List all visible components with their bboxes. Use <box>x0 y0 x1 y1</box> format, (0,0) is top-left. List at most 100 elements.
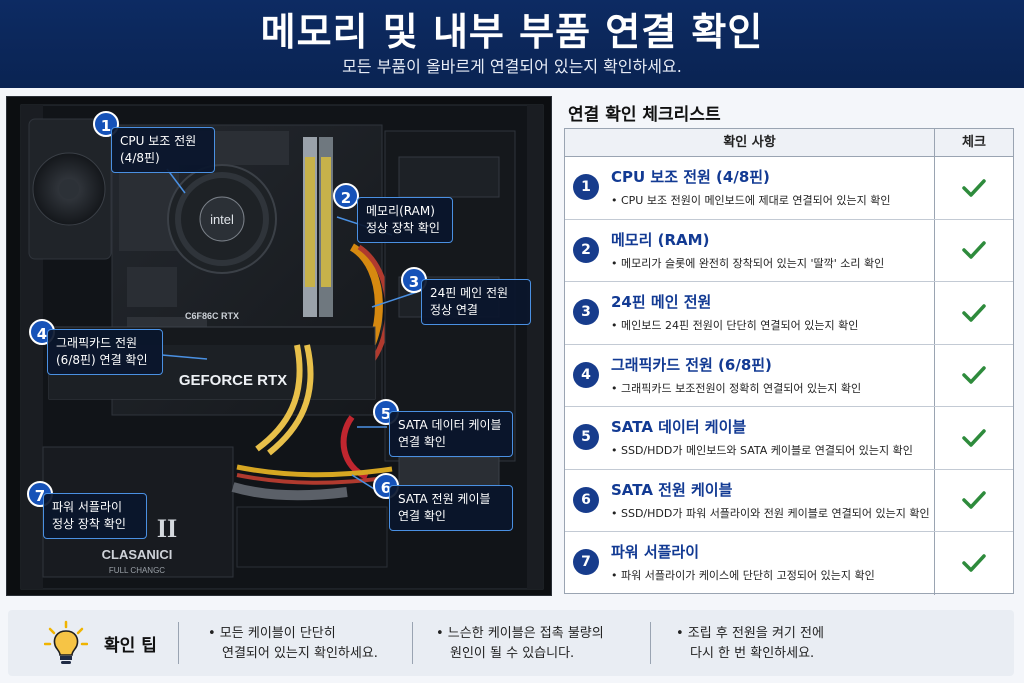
checklist-item-description: • 그래픽카드 보조전원이 정확히 연결되어 있는지 확인 <box>611 381 862 395</box>
callout-sata-power: SATA 전원 케이블 연결 확인 <box>389 485 513 531</box>
callout-24pin: 24핀 메인 전원 정상 연결 <box>421 279 531 325</box>
checklist-row: 6 SATA 전원 케이블 • SSD/HDD가 파워 서플라이와 전원 케이블로 … <box>565 469 1013 532</box>
checklist-item-cell: 5 SATA 데이터 케이블 • SSD/HDD가 메인보드와 SATA 케이블로 … <box>565 407 935 469</box>
checklist-item-title: 24핀 메인 전원 <box>611 293 712 311</box>
checklist-item-description: • 메모리가 슬롯에 완전히 장착되어 있는지 '딸깍' 소리 확인 <box>611 256 885 270</box>
checklist-item-title: CPU 보조 전원 (4/8핀) <box>611 168 770 186</box>
callout-5-line2: 연결 확인 <box>398 435 446 449</box>
tips-panel: 확인 팁 • 모든 케이블이 단단히 연결되어 있는지 확인하세요. • 느슨한… <box>8 610 1014 676</box>
checklist-check-cell[interactable] <box>935 282 1013 344</box>
callout-2-line2: 정상 장착 확인 <box>366 221 440 235</box>
tip-1: • 모든 케이블이 단단히 연결되어 있는지 확인하세요. <box>208 624 378 664</box>
checklist-item-number: 3 <box>573 299 599 325</box>
tip-1-line2: 연결되어 있는지 확인하세요. <box>222 646 378 661</box>
callout-ram: 메모리(RAM) 정상 장착 확인 <box>357 197 453 243</box>
tip-3: • 조립 후 전원을 켜기 전에 다시 한 번 확인하세요. <box>676 624 824 664</box>
callout-2-line1: 메모리(RAM) <box>366 204 435 218</box>
callout-6-line2: 연결 확인 <box>398 509 446 523</box>
checklist-row: 2 메모리 (RAM) • 메모리가 슬롯에 완전히 장착되어 있는지 '딸깍' 소… <box>565 219 1013 282</box>
pc-interior-photo: intel C6F86C RTX GEFORCE RTX <box>6 96 552 596</box>
checklist-item-number: 6 <box>573 486 599 513</box>
checklist-item-number: 5 <box>573 424 599 450</box>
checklist-item-cell: 4 그래픽카드 전원 (6/8핀) • 그래픽카드 보조전원이 정확히 연결되어 있… <box>565 344 935 406</box>
checklist-table: 확인 사항 체크 1 CPU 보조 전원 (4/8핀) • CPU 보조 전원이 메… <box>564 128 1014 595</box>
checklist-item-title: SATA 데이터 케이블 <box>611 418 747 436</box>
callout-4-line2: (6/8핀) 연결 확인 <box>56 353 148 367</box>
checklist-item-title: 파워 서플라이 <box>611 543 700 561</box>
checklist-item-cell: 7 파워 서플라이 • 파워 서플라이가 케이스에 단단히 고정되어 있는지 확인 <box>565 532 935 595</box>
checklist-item-cell: 6 SATA 전원 케이블 • SSD/HDD가 파워 서플라이와 전원 케이블로 … <box>565 469 935 531</box>
gpu-brand-text: GEFORCE RTX <box>179 372 287 389</box>
tips-label: 확인 팁 <box>104 636 157 656</box>
callout-4-line1: 그래픽카드 전원 <box>56 336 138 350</box>
tip-2-line2: 원인이 될 수 있습니다. <box>450 646 575 661</box>
checklist-check-cell[interactable] <box>935 407 1013 469</box>
tips-divider <box>412 622 413 664</box>
checklist-check-cell[interactable] <box>935 157 1013 219</box>
checklist-item-description: • SSD/HDD가 메인보드와 SATA 케이블로 연결되어 있는지 확인 <box>611 444 913 457</box>
checkmark-icon <box>962 554 986 572</box>
checkmark-icon <box>962 241 986 259</box>
checklist-item-cell: 1 CPU 보조 전원 (4/8핀) • CPU 보조 전원이 메인보드에 제대로 … <box>565 157 935 219</box>
checklist-item-cell: 2 메모리 (RAM) • 메모리가 슬롯에 완전히 장착되어 있는지 '딸깍' 소… <box>565 219 935 281</box>
checkmark-icon <box>962 491 986 509</box>
callout-5-line1: SATA 데이터 케이블 <box>398 418 502 432</box>
checklist-item-number: 2 <box>573 236 599 263</box>
page-subtitle: 모든 부품이 올바르게 연결되어 있는지 확인하세요. <box>342 57 682 76</box>
checklist-item-number: 7 <box>573 549 599 575</box>
lightbulb-icon <box>44 620 88 664</box>
checklist-row: 4 그래픽카드 전원 (6/8핀) • 그래픽카드 보조전원이 정확히 연결되어 있… <box>565 344 1013 407</box>
checklist-row: 7 파워 서플라이 • 파워 서플라이가 케이스에 단단히 고정되어 있는지 확인 <box>565 532 1013 595</box>
callout-psu: 파워 서플라이 정상 장착 확인 <box>43 493 147 539</box>
checklist-item-description: • SSD/HDD가 파워 서플라이와 전원 케이블로 연결되어 있는지 확인 <box>611 506 930 520</box>
callout-3-line1: 24핀 메인 전원 <box>430 286 509 300</box>
psu-mark-text: II <box>157 514 177 543</box>
checklist-check-cell[interactable] <box>935 220 1013 282</box>
gpu-small-text: C6F86C RTX <box>185 311 239 321</box>
checklist-check-cell[interactable] <box>935 532 1013 595</box>
tip-3-line1: • 조립 후 전원을 켜기 전에 <box>676 626 824 641</box>
callout-1-line1: CPU 보조 전원 <box>120 134 197 148</box>
tip-3-line2: 다시 한 번 확인하세요. <box>690 646 815 661</box>
checklist-row: 1 CPU 보조 전원 (4/8핀) • CPU 보조 전원이 메인보드에 제대로 … <box>565 157 1013 220</box>
tip-1-line1: • 모든 케이블이 단단히 <box>208 626 336 641</box>
tip-2: • 느슨한 케이블은 접촉 불량의 원인이 될 수 있습니다. <box>436 624 604 664</box>
checklist-item-description: • CPU 보조 전원이 메인보드에 제대로 연결되어 있는지 확인 <box>611 194 891 207</box>
checkmark-icon <box>962 304 986 322</box>
callout-2-badge: 2 <box>333 183 359 209</box>
checklist-check-cell[interactable] <box>935 470 1013 532</box>
page-title: 메모리 및 내부 부품 연결 확인 <box>260 10 764 54</box>
psu-sub-text: FULL CHANGC <box>109 566 165 575</box>
callout-gpu-power: 그래픽카드 전원 (6/8핀) 연결 확인 <box>47 329 163 375</box>
checklist-item-number: 4 <box>573 361 599 388</box>
checklist-item-number: 1 <box>573 174 599 200</box>
header-banner: 메모리 및 내부 부품 연결 확인 모든 부품이 올바르게 연결되어 있는지 확… <box>0 0 1024 88</box>
callout-cpu-power: CPU 보조 전원 (4/8핀) <box>111 127 215 173</box>
callout-sata-data: SATA 데이터 케이블 연결 확인 <box>389 411 513 457</box>
checklist-item-cell: 3 24핀 메인 전원 • 메인보드 24핀 전원이 단단히 연결되어 있는지 확인 <box>565 282 935 344</box>
checklist-row: 3 24핀 메인 전원 • 메인보드 24핀 전원이 단단히 연결되어 있는지 확인 <box>565 282 1013 345</box>
callout-3-line2: 정상 연결 <box>430 303 478 317</box>
checklist-check-cell[interactable] <box>935 345 1013 407</box>
checklist-row: 5 SATA 데이터 케이블 • SSD/HDD가 메인보드와 SATA 케이블로 … <box>565 407 1013 470</box>
tip-2-line1: • 느슨한 케이블은 접촉 불량의 <box>436 626 604 641</box>
checklist-item-title: 메모리 (RAM) <box>611 230 710 249</box>
column-header-item: 확인 사항 <box>565 129 935 156</box>
checklist-item-title: 그래픽카드 전원 (6/8핀) <box>611 355 772 374</box>
checkmark-icon <box>962 429 986 447</box>
checklist-title: 연결 확인 체크리스트 <box>568 105 721 125</box>
tips-divider <box>178 622 179 664</box>
checklist-item-description: • 메인보드 24핀 전원이 단단히 연결되어 있는지 확인 <box>611 319 859 332</box>
column-header-check: 체크 <box>962 135 986 150</box>
cpu-brand-text: intel <box>210 212 234 227</box>
checklist-item-title: SATA 전원 케이블 <box>611 480 733 499</box>
callout-7-line1: 파워 서플라이 <box>52 500 123 514</box>
tips-divider <box>650 622 651 664</box>
psu-brand-text: CLASANICI <box>102 547 173 562</box>
callout-1-line2: (4/8핀) <box>120 151 160 165</box>
checkmark-icon <box>962 366 986 384</box>
callout-7-line2: 정상 장착 확인 <box>52 517 126 531</box>
checkmark-icon <box>962 179 986 197</box>
checklist-item-description: • 파워 서플라이가 케이스에 단단히 고정되어 있는지 확인 <box>611 569 875 582</box>
